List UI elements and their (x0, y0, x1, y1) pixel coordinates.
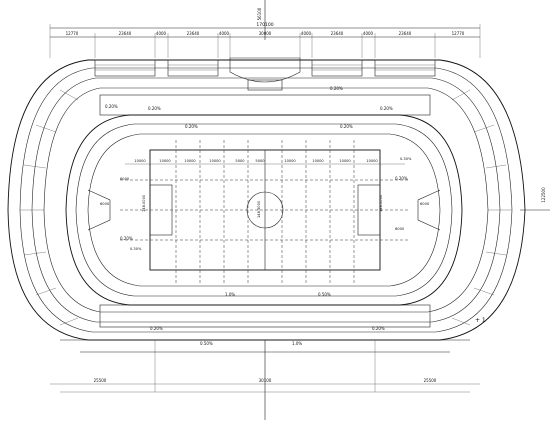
slope-12: 1.0% (292, 341, 302, 346)
slope-9: 0.20% (120, 236, 133, 241)
grade-left: 0.30% (130, 247, 142, 251)
slope-4: 0.20% (330, 86, 343, 91)
top-dim-8: 23640 (331, 31, 344, 36)
left-dim-a: 6000 (100, 202, 110, 206)
top-dim-9: 4000 (363, 31, 374, 36)
north-apron (99, 94, 431, 116)
slope-5: 0.20% (380, 106, 393, 111)
right-dim-a: 6000 (420, 202, 430, 206)
slope-13: 0.50% (200, 341, 213, 346)
bottom-zone: 25500 30100 25500 (50, 339, 480, 420)
field-dim-9: 10000 (339, 159, 351, 163)
slope-8: 0.20% (372, 326, 385, 331)
slope-3: 0.20% (148, 106, 161, 111)
slope-7: 0.20% (150, 326, 163, 331)
slope-14: 0.50% (318, 292, 331, 297)
slope-labels: 0.20% 0.20% 0.20% 0.20% 0.20% 0.20% 0.20… (105, 86, 408, 346)
slope-11: 1.0% (225, 292, 235, 297)
outer-stands (7, 59, 526, 341)
field-dim-10: 10000 (366, 159, 378, 163)
corner-mark: + 1 (475, 317, 486, 324)
top-dim-7: 4000 (301, 31, 312, 36)
top-dim-5: 4000 (219, 31, 230, 36)
right-dimension: 122500 (520, 187, 550, 211)
elevation-mid: 148.5000 (257, 200, 261, 218)
football-pitch (120, 140, 410, 285)
top-dim-3: 4000 (156, 31, 167, 36)
slope-1: 0.20% (185, 124, 198, 129)
slope-10: 0.20% (395, 176, 408, 181)
top-dim-1: 12770 (66, 31, 79, 36)
top-stand-blocks (94, 57, 436, 91)
field-dim-4: 10000 (209, 159, 221, 163)
right-dim-b: 6000 (395, 227, 405, 231)
left-dim-b: 6000 (120, 177, 130, 181)
side-annotations: 6000 6000 6000 6000 148.0000 148.5000 14… (100, 157, 430, 251)
field-dimensions: 10000 10000 10000 10000 5000 5000 10000 … (134, 159, 378, 163)
field-dim-5: 5000 (235, 159, 245, 163)
elevation-right: 148.0000 (379, 194, 383, 212)
vertical-dimension: 56100 (257, 7, 262, 20)
field-dim-3: 10000 (184, 159, 196, 163)
bottom-dim-2: 30100 (259, 378, 272, 383)
bottom-dim-1: 25500 (94, 378, 107, 383)
top-dim-4: 23640 (187, 31, 200, 36)
elevation-left: 148.0000 (142, 194, 146, 212)
top-dim-2: 23640 (119, 31, 132, 36)
slope-6: 0.20% (105, 104, 118, 109)
right-dim-value: 122500 (541, 187, 546, 203)
south-apron (99, 304, 431, 328)
field-dim-8: 10000 (312, 159, 324, 163)
slope-2: 0.20% (340, 124, 353, 129)
field-dim-7: 10000 (284, 159, 296, 163)
top-dim-11: 12770 (452, 31, 465, 36)
grade-right: 0.30% (400, 157, 412, 161)
top-dim-10: 23640 (399, 31, 412, 36)
bottom-dim-3: 25500 (424, 378, 437, 383)
field-dim-2: 10000 (159, 159, 171, 163)
field-dim-1: 10000 (134, 159, 146, 163)
top-dimension-chain: 170100 12770 23640 4000 23640 4000 30000… (49, 0, 481, 58)
field-dim-6: 5000 (255, 159, 265, 163)
